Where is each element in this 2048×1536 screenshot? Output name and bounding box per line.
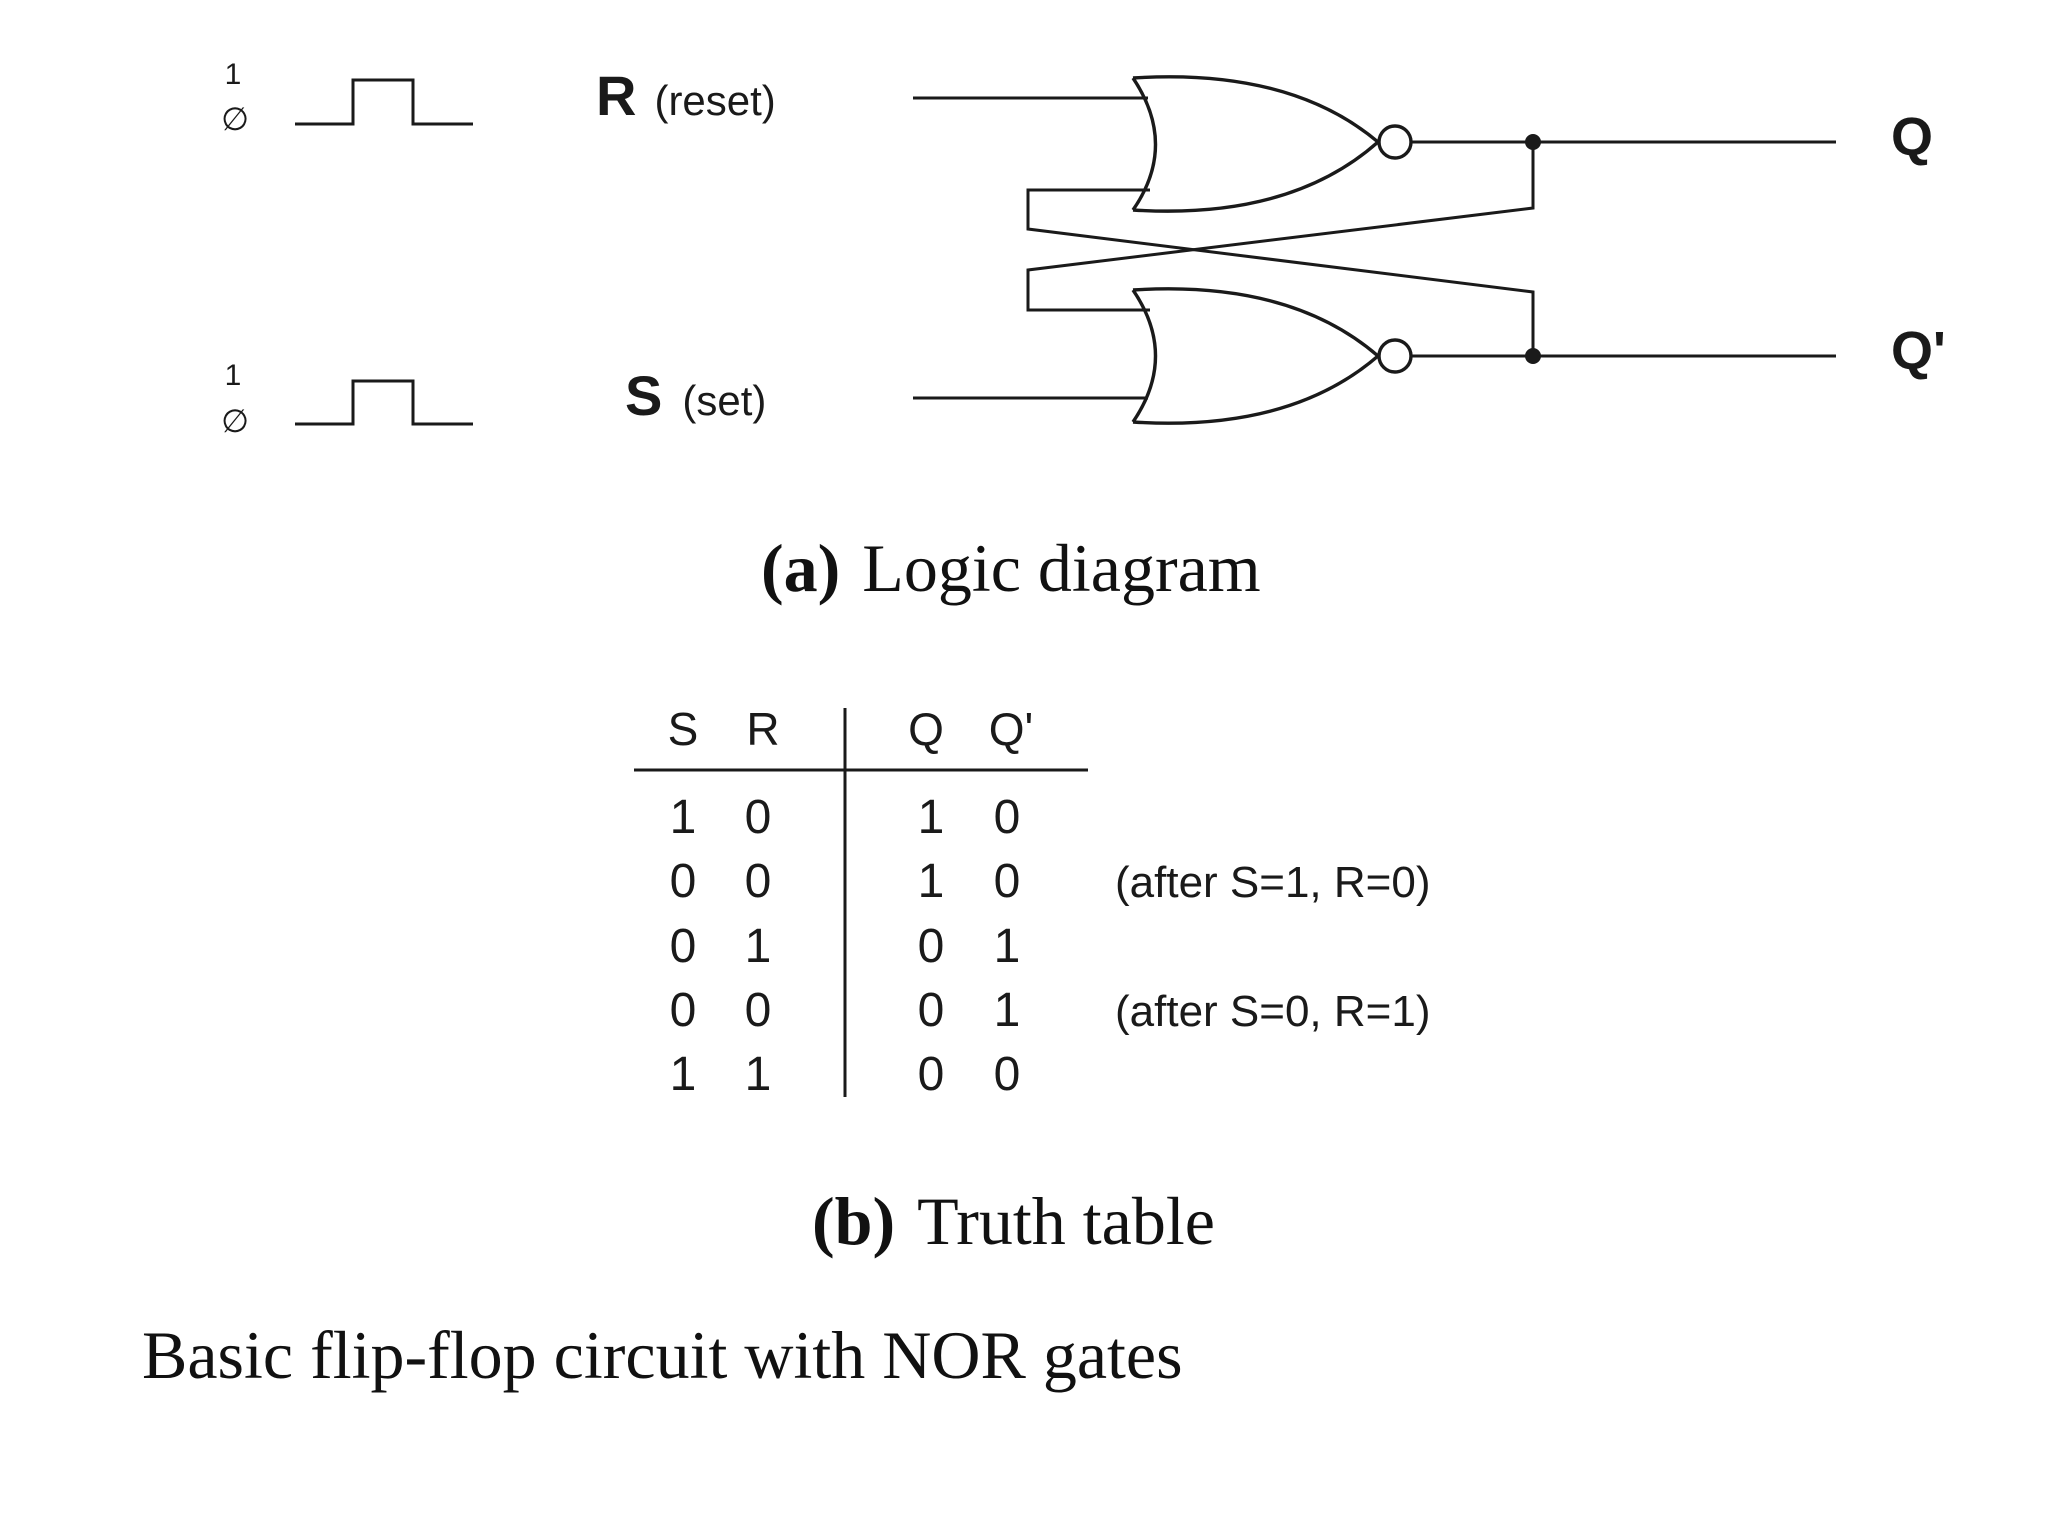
caption-a-prefix: (a) xyxy=(761,530,840,606)
tt-cell-r: 1 xyxy=(745,1048,772,1101)
caption-truth-table: (b) Truth table xyxy=(812,1183,1215,1259)
qn-junction-dot xyxy=(1525,348,1541,364)
tt-header-r: R xyxy=(746,703,779,755)
q-output-label: Q xyxy=(1891,107,1933,167)
tt-header-qn: Q' xyxy=(989,703,1034,755)
caption-b-prefix: (b) xyxy=(812,1183,895,1259)
tt-cell-q: 1 xyxy=(918,855,945,908)
s-pulse-high-label: 1 xyxy=(225,359,242,392)
r-pulse-indicator: 1 ∅ xyxy=(221,58,473,137)
tt-cell-qn: 1 xyxy=(994,920,1021,973)
tt-cell-qn: 1 xyxy=(994,984,1021,1037)
tt-header-q: Q xyxy=(908,703,944,755)
table-row: 0 1 0 1 xyxy=(670,920,1021,973)
tt-cell-r: 0 xyxy=(745,855,772,908)
s-input-name: S xyxy=(625,364,662,427)
r-pulse-low-label: ∅ xyxy=(221,101,249,137)
r-input-label: R (reset) xyxy=(596,64,776,127)
figure-footer-caption: Basic flip-flop circuit with NOR gates xyxy=(142,1317,1183,1393)
tt-cell-qn: 0 xyxy=(994,791,1021,844)
nor-gate-bottom-bubble xyxy=(1377,338,1413,374)
truth-table: S R Q Q' 1 0 1 0 0 0 1 0 (after S=1, R=0… xyxy=(634,703,1430,1101)
s-pulse-low-label: ∅ xyxy=(221,403,249,439)
qn-output-label: Q' xyxy=(1891,321,1946,381)
nor-gate-top-bubble xyxy=(1377,124,1413,160)
table-row: 1 0 1 0 xyxy=(670,791,1021,844)
circuit-wires xyxy=(913,96,1836,400)
s-input-label: S (set) xyxy=(625,364,766,427)
tt-cell-s: 0 xyxy=(670,855,697,908)
tt-header-s: S xyxy=(668,703,699,755)
table-row: 1 1 0 0 xyxy=(670,1048,1021,1101)
r-pulse-waveform xyxy=(295,78,473,126)
s-pulse-waveform xyxy=(295,379,473,426)
caption-a-text: Logic diagram xyxy=(862,530,1260,606)
r-input-name: R xyxy=(596,64,636,127)
tt-cell-s: 0 xyxy=(670,984,697,1037)
q-junction-dot xyxy=(1525,134,1541,150)
tt-cell-s: 0 xyxy=(670,920,697,973)
tt-cell-q: 0 xyxy=(918,920,945,973)
tt-cell-note: (after S=0, R=1) xyxy=(1115,987,1430,1036)
table-row: 0 0 0 1 (after S=0, R=1) xyxy=(670,984,1431,1037)
tt-cell-r: 1 xyxy=(745,920,772,973)
tt-cell-r: 0 xyxy=(745,984,772,1037)
nor-gate-top xyxy=(1131,75,1413,213)
tt-cell-q: 0 xyxy=(918,1048,945,1101)
tt-cell-qn: 0 xyxy=(994,855,1021,908)
s-pulse-indicator: 1 ∅ xyxy=(221,359,473,439)
nor-gate-bottom xyxy=(1131,287,1413,425)
caption-logic-diagram: (a) Logic diagram xyxy=(761,530,1261,606)
tt-cell-note: (after S=1, R=0) xyxy=(1115,858,1430,907)
tt-cell-q: 1 xyxy=(918,791,945,844)
caption-b-text: Truth table xyxy=(917,1183,1215,1259)
s-input-note: (set) xyxy=(682,377,766,424)
r-pulse-high-label: 1 xyxy=(225,58,242,91)
tt-cell-r: 0 xyxy=(745,791,772,844)
r-input-note: (reset) xyxy=(654,77,775,124)
tt-cell-qn: 0 xyxy=(994,1048,1021,1101)
table-row: 0 0 1 0 (after S=1, R=0) xyxy=(670,855,1431,908)
tt-cell-q: 0 xyxy=(918,984,945,1037)
tt-cell-s: 1 xyxy=(670,1048,697,1101)
tt-cell-s: 1 xyxy=(670,791,697,844)
